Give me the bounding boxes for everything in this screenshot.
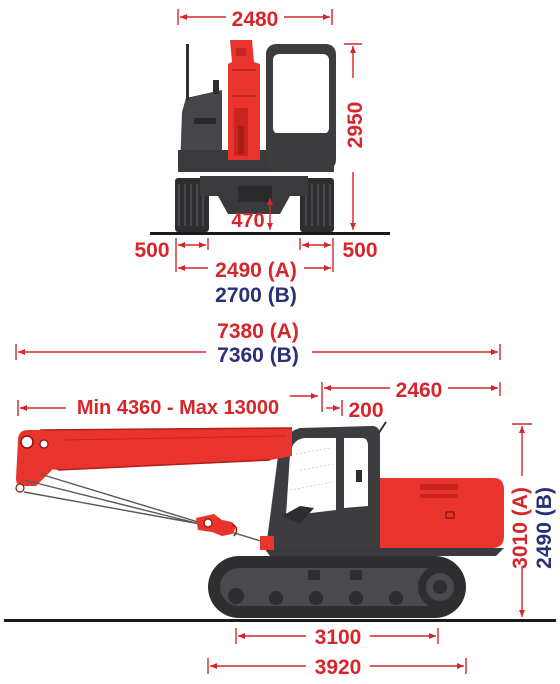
side-turntable	[264, 548, 504, 556]
dim-tail-swing: 2460	[396, 379, 443, 402]
dim-tumbler-distance: 3100	[315, 626, 362, 649]
side-hook	[196, 514, 235, 536]
dim-side-height-b: 2490 (B)	[533, 487, 556, 569]
front-dimensions: 2480 2950 470 500 500 2490 (A) 2700 (B)	[134, 8, 377, 307]
front-view	[150, 40, 390, 235]
dim-track-right: 500	[342, 239, 377, 262]
dim-length-b: 7360 (B)	[217, 344, 299, 367]
side-track-rollers	[228, 588, 403, 605]
dim-ground-clearance: 470	[231, 210, 264, 232]
side-view	[4, 421, 556, 622]
side-dimensions: 7380 (A) 7360 (B) Min 4360 - Max 13000 2…	[15, 320, 556, 679]
side-cab-window-front	[286, 438, 336, 516]
dim-side-height-a: 3010 (A)	[509, 487, 532, 569]
dim-length-a: 7380 (A)	[217, 320, 299, 343]
front-ground-line	[150, 232, 390, 235]
dim-front-height: 2950	[344, 102, 367, 149]
side-counterweight	[376, 478, 504, 548]
dim-width-a: 2490 (A)	[215, 259, 297, 282]
dim-track-left: 500	[134, 239, 169, 262]
dim-track-length: 3920	[315, 656, 362, 679]
dim-front-overall-width: 2480	[232, 8, 279, 31]
dim-boom-offset: 200	[348, 399, 383, 422]
front-cab-window	[273, 54, 329, 134]
side-ground-line	[4, 619, 556, 622]
side-boom	[40, 428, 292, 470]
dim-boom-range: Min 4360 - Max 13000	[77, 397, 279, 419]
front-right-track	[300, 178, 334, 232]
dim-width-b: 2700 (B)	[215, 284, 297, 307]
